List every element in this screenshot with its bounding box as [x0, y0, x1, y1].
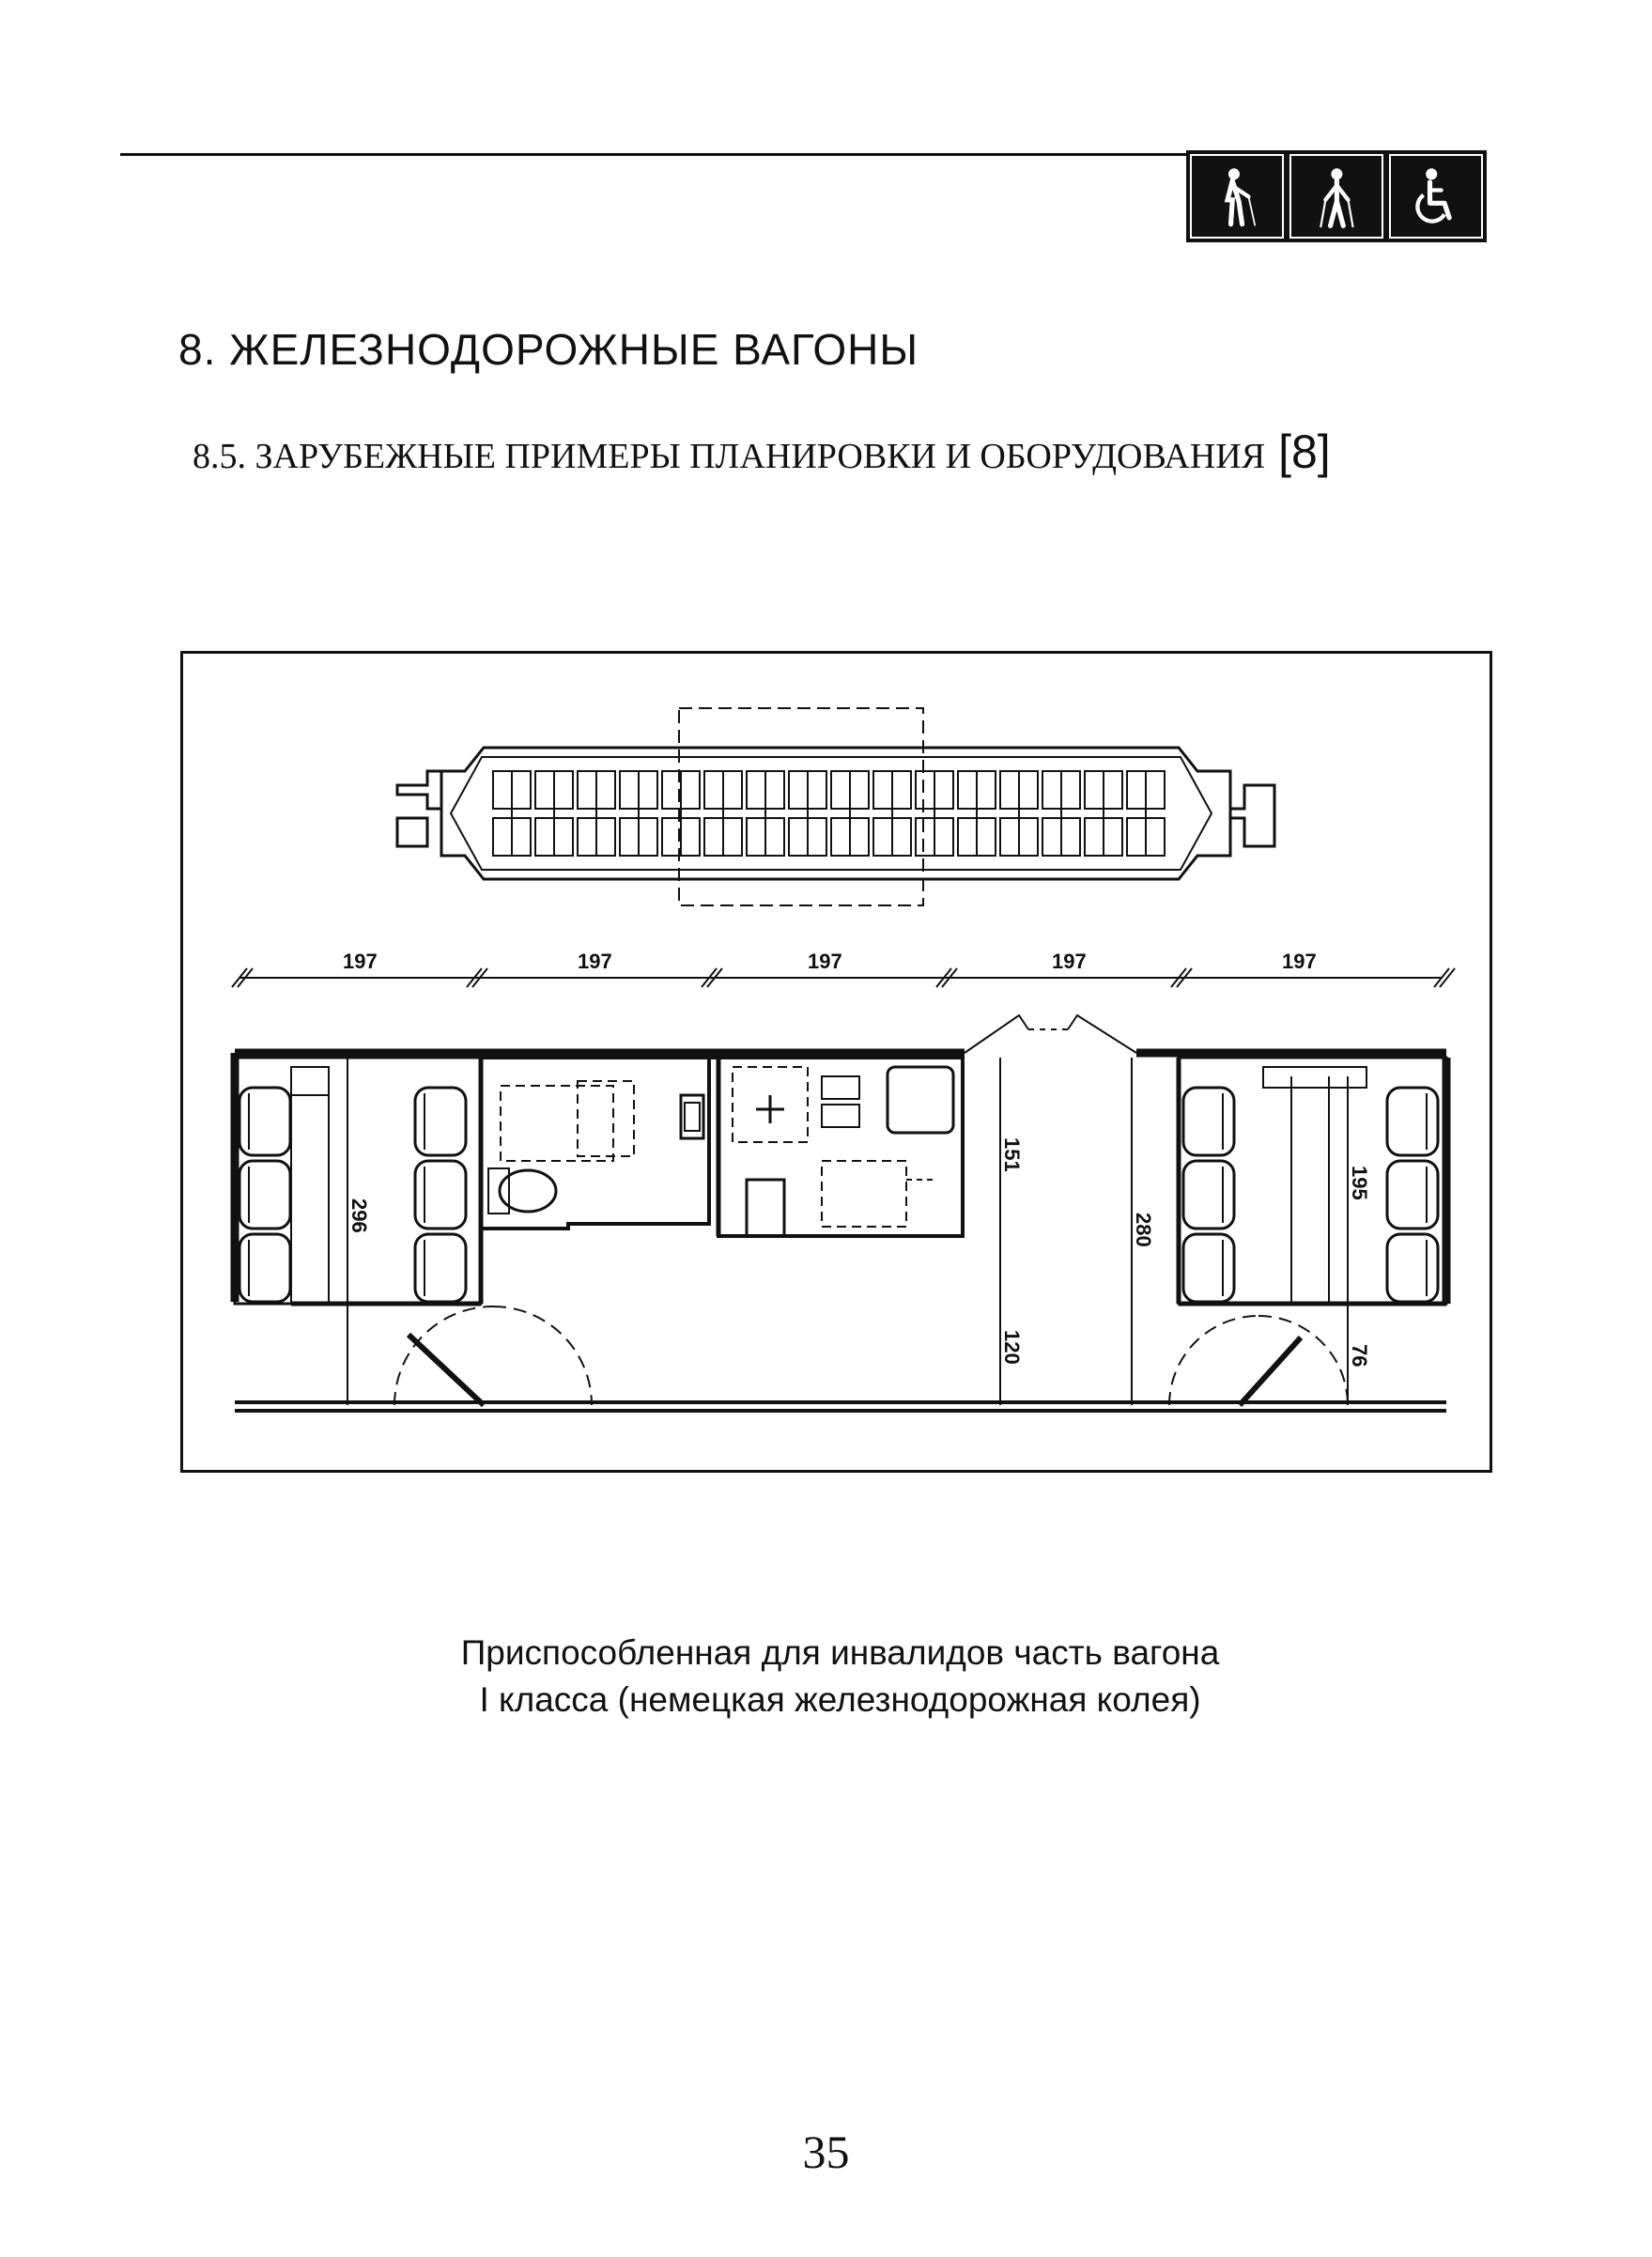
- dimension-label: 197: [1282, 950, 1317, 973]
- seat: [1385, 1086, 1440, 1157]
- wheelchair-icon: [1389, 154, 1483, 239]
- dimension-tick: [701, 967, 723, 988]
- header-rule: [120, 153, 1186, 156]
- section-title: 8. ЖЕЛЕЗНОДОРОЖНЫЕ ВАГОНЫ: [178, 325, 919, 374]
- key-plan: [395, 707, 1276, 906]
- person-with-cane-icon: [1289, 154, 1383, 239]
- dimension-label: 296: [347, 1198, 371, 1233]
- dimension-label: 197: [343, 950, 378, 973]
- figure-caption: Приспособленная для инвалидов часть ваго…: [0, 1630, 1652, 1724]
- dimension-tick: [1170, 967, 1193, 988]
- dimension-label: 120: [1000, 1330, 1024, 1365]
- dimension-label: 151: [1000, 1137, 1024, 1172]
- accessibility-badges: [1186, 150, 1487, 242]
- dimension-tick: [466, 967, 488, 988]
- subsection-title-text: 8.5. ЗАРУБЕЖНЫЕ ПРИМЕРЫ ПЛАНИРОВКИ И ОБО…: [193, 437, 1266, 476]
- right-seat-block: [1181, 1086, 1440, 1304]
- diagram-frame: 197 197 197 197 197: [180, 651, 1492, 1473]
- caption-line: I класса (немецкая железнодорожная колея…: [479, 1680, 1201, 1719]
- floor-plan: [230, 1013, 1451, 1413]
- page-number: 35: [802, 2126, 850, 2178]
- seat: [1385, 1159, 1440, 1230]
- seat: [1385, 1232, 1440, 1304]
- dimension-label: 280: [1132, 1213, 1155, 1247]
- seat: [238, 1086, 292, 1157]
- dimension-label: 76: [1348, 1344, 1371, 1367]
- dimension-label: 197: [808, 950, 842, 973]
- dimension-label: 197: [1052, 950, 1087, 973]
- blind-person-icon: [1190, 154, 1284, 239]
- seat: [238, 1159, 292, 1230]
- dimension-label: 197: [578, 950, 612, 973]
- seat: [1181, 1086, 1236, 1157]
- reference-number: [8]: [1278, 425, 1331, 478]
- dimension-tick: [231, 967, 254, 988]
- dimension-tick: [935, 967, 958, 988]
- dimension-ticks: [231, 967, 1456, 988]
- seat: [413, 1086, 468, 1157]
- key-plan-compartments: [492, 770, 1166, 857]
- caption-line: Приспособленная для инвалидов часть ваго…: [460, 1633, 1220, 1672]
- dimension-tick: [1433, 967, 1456, 988]
- dimension-label: 195: [1348, 1166, 1371, 1200]
- seat: [413, 1232, 468, 1304]
- railcar-plan-diagram: 197 197 197 197 197: [230, 707, 1456, 1413]
- seat: [238, 1232, 292, 1304]
- seat: [1181, 1232, 1236, 1304]
- left-seat-block: [238, 1086, 468, 1304]
- seat: [1181, 1159, 1236, 1230]
- seat: [413, 1159, 468, 1230]
- subsection-title: 8.5. ЗАРУБЕЖНЫЕ ПРИМЕРЫ ПЛАНИРОВКИ И ОБО…: [193, 425, 1331, 479]
